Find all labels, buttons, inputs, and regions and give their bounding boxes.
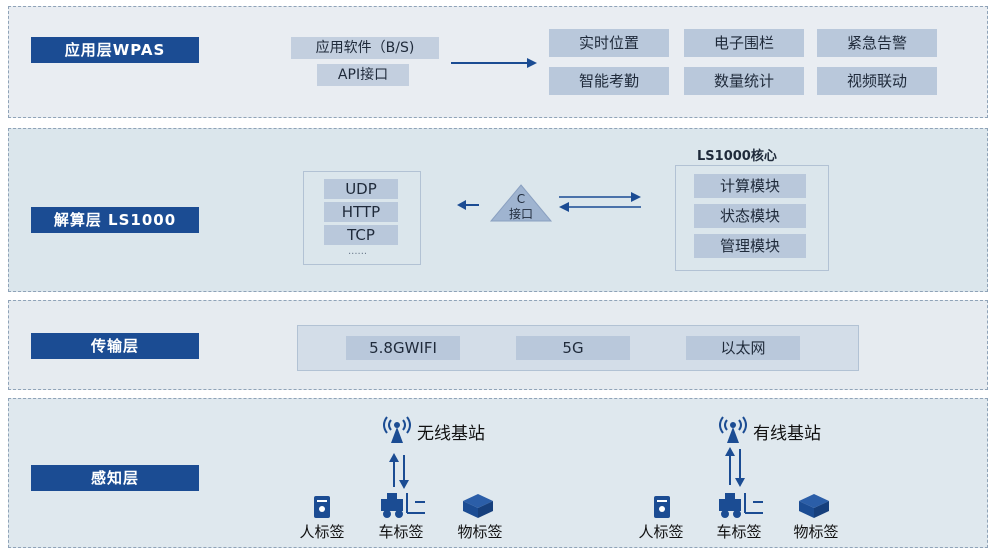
- right-object-tag: 物标签: [793, 523, 839, 541]
- forklift-tag-icon-left: [381, 493, 425, 518]
- feature-count-statistics: 数量统计: [684, 67, 804, 95]
- protocol-arrow-left: [457, 200, 479, 210]
- network-panel: 5.8GWIFI 5G 以太网: [297, 325, 859, 371]
- feature-video-linkage: 视频联动: [817, 67, 937, 95]
- network-wifi: 5.8GWIFI: [346, 336, 460, 360]
- feature-attendance: 智能考勤: [549, 67, 669, 95]
- module-management: 管理模块: [694, 234, 806, 258]
- core-panel: 计算模块 状态模块 管理模块: [675, 165, 829, 271]
- network-ethernet: 以太网: [686, 336, 800, 360]
- application-layer: 应用层WPAS 应用软件（B/S) API接口 实时位置 电子围栏 紧急告警 智…: [8, 6, 988, 118]
- sensing-layer-label: 感知层: [31, 465, 199, 491]
- calculation-layer-label: 解算层 LS1000: [31, 207, 199, 233]
- wireless-antenna-icon: [383, 416, 411, 443]
- c-interface-label: 接口: [508, 207, 533, 221]
- wired-antenna-icon: [719, 416, 747, 443]
- network-5g: 5G: [516, 336, 630, 360]
- cargo-box-icon-right: [799, 494, 829, 518]
- transport-layer-label: 传输层: [31, 333, 199, 359]
- feature-realtime-location: 实时位置: [549, 29, 669, 57]
- feature-emergency-alarm: 紧急告警: [817, 29, 937, 57]
- person-tag-icon-right: [654, 496, 670, 518]
- wireless-updown-arrow: [389, 453, 409, 489]
- forklift-tag-icon-right: [719, 493, 763, 518]
- left-person-tag: 人标签: [299, 523, 345, 541]
- c-interface-letter: C: [516, 192, 526, 206]
- app-software-box: 应用软件（B/S): [291, 37, 439, 59]
- protocol-http: HTTP: [324, 202, 398, 222]
- feature-geofence: 电子围栏: [684, 29, 804, 57]
- person-tag-icon-left: [314, 496, 330, 518]
- core-title: LS1000核心: [697, 149, 777, 164]
- protocol-more: ......: [348, 246, 368, 257]
- protocol-panel: UDP HTTP TCP ......: [303, 171, 421, 265]
- sensing-layer: 感知层 无线基站 人标签 车标签 物标签: [8, 398, 988, 548]
- wired-updown-arrow: [725, 447, 745, 487]
- left-vehicle-tag: 车标签: [378, 523, 424, 541]
- application-layer-label: 应用层WPAS: [31, 37, 199, 63]
- api-interface-box: API接口: [317, 64, 409, 86]
- module-status: 状态模块: [694, 204, 806, 228]
- wireless-station-label: 无线基站: [417, 424, 485, 444]
- cargo-box-icon-left: [463, 494, 493, 518]
- right-vehicle-tag: 车标签: [716, 523, 762, 541]
- transport-layer: 传输层 5.8GWIFI 5G 以太网: [8, 300, 988, 390]
- module-compute: 计算模块: [694, 174, 806, 198]
- calculation-layer: 解算层 LS1000 UDP HTTP TCP ...... C 接口 LS10…: [8, 128, 988, 292]
- c-interface-triangle: [489, 184, 553, 222]
- app-arrow-right: [451, 58, 537, 68]
- left-object-tag: 物标签: [457, 523, 503, 541]
- right-person-tag: 人标签: [638, 523, 684, 541]
- bidirectional-arrow: [559, 192, 641, 212]
- protocol-udp: UDP: [324, 179, 398, 199]
- wired-station-label: 有线基站: [753, 424, 821, 444]
- protocol-tcp: TCP: [324, 225, 398, 245]
